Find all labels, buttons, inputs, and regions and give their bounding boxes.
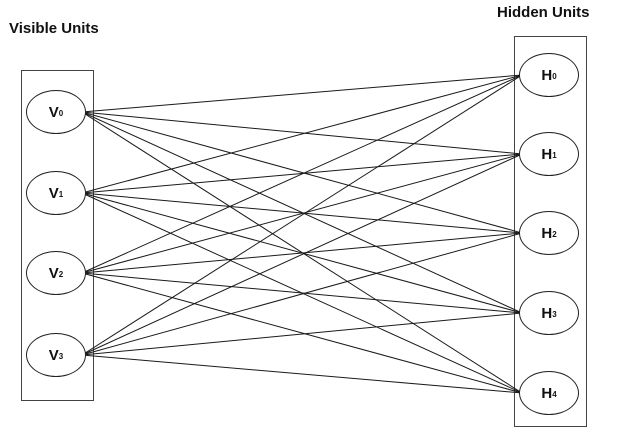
visible-node-index: 2 [58, 269, 64, 279]
edge-v1-h0 [81, 74, 523, 194]
edge-v0-h2 [81, 111, 523, 234]
edge-v0-h0 [81, 74, 523, 113]
edge-v2-h4 [81, 272, 523, 394]
visible-node-index: 1 [58, 189, 64, 199]
hidden-node-letter: H [541, 66, 553, 84]
edge-v3-h3 [81, 312, 523, 356]
hidden-units-box [514, 36, 587, 427]
edge-v3-h2 [81, 232, 523, 356]
visible-node-index: 3 [58, 351, 64, 361]
hidden-node-index: 2 [552, 229, 557, 239]
visible-units-box [21, 70, 94, 401]
hidden-node-index: 4 [552, 389, 557, 399]
edge-v2-h1 [81, 153, 523, 274]
edge-v0-h1 [81, 111, 523, 155]
hidden-units-title: Hidden Units [497, 4, 590, 21]
edge-v3-h0 [81, 74, 523, 356]
edge-v3-h4 [81, 354, 523, 394]
hidden-node-index: 3 [552, 309, 557, 319]
visible-node-letter: V [48, 184, 59, 202]
hidden-node-index: 1 [552, 150, 557, 160]
edge-v2-h2 [81, 232, 523, 274]
hidden-node-letter: H [541, 304, 553, 322]
hidden-node-letter: H [541, 145, 553, 163]
edge-v3-h1 [81, 153, 523, 356]
hidden-node-letter: H [541, 224, 553, 242]
hidden-node-index: 0 [552, 71, 557, 81]
visible-node-letter: V [48, 264, 59, 282]
visible-units-title: Visible Units [9, 20, 99, 37]
visible-node-index: 0 [58, 108, 64, 118]
visible-node-letter: V [48, 346, 59, 364]
hidden-node-letter: H [541, 384, 553, 402]
edge-v2-h0 [81, 74, 523, 274]
visible-node-letter: V [48, 103, 59, 121]
edge-v2-h3 [81, 272, 523, 314]
